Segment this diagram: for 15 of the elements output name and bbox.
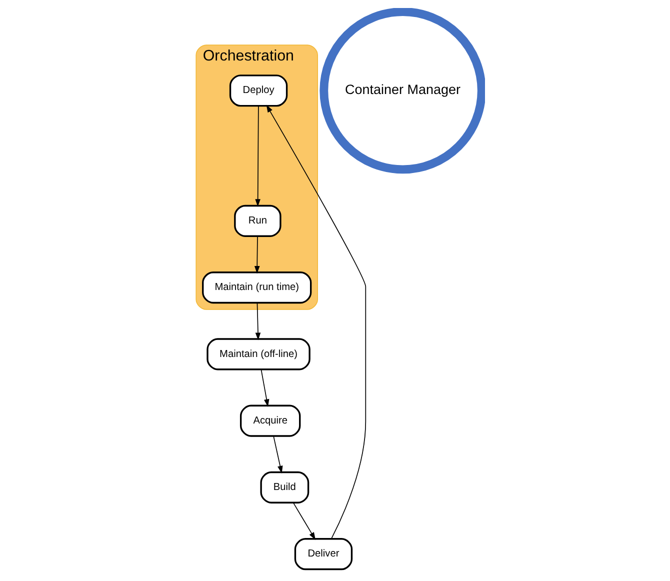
arrow <box>254 302 260 340</box>
node-box: Deploy <box>228 74 288 107</box>
node-circle: Container Manager <box>319 8 484 174</box>
node-box: Acquire <box>239 404 300 437</box>
node-box: Maintain (off-line) <box>206 338 310 370</box>
arrow <box>292 502 316 540</box>
arrow <box>260 369 269 407</box>
node-box: Deliver <box>294 538 352 570</box>
node-box: Maintain (run time) <box>202 272 312 304</box>
arrow <box>254 106 260 207</box>
arrow <box>266 104 366 540</box>
node-box: Run <box>234 204 281 237</box>
arrow <box>272 436 282 474</box>
node-box: Build <box>260 471 309 504</box>
arrow <box>254 236 260 274</box>
